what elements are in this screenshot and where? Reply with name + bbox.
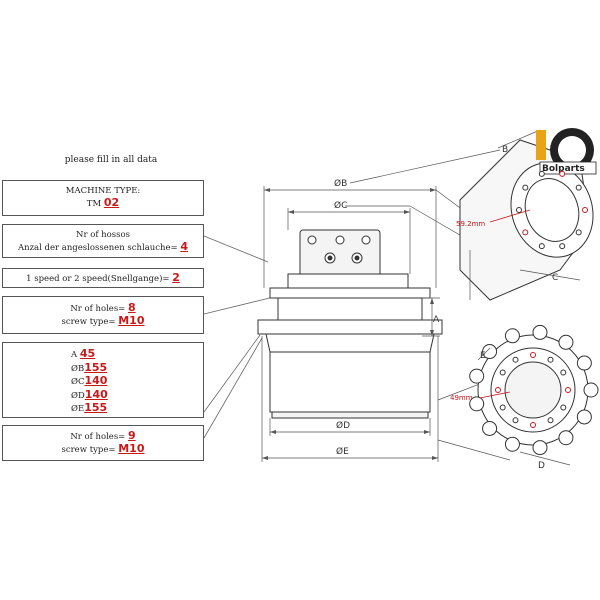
machine-type-value[interactable]: 02 xyxy=(103,196,120,209)
flange-bolt-hole xyxy=(575,184,582,191)
flange-bolt-hole xyxy=(559,243,566,250)
dimension-row: ØC140 xyxy=(71,374,108,387)
sprocket-tooth xyxy=(583,382,599,398)
screw-top-value[interactable]: M10 xyxy=(118,314,145,327)
bolt-hole xyxy=(499,369,506,376)
hoses-value[interactable]: 4 xyxy=(180,240,189,253)
screw-bottom-label: screw type= xyxy=(61,445,116,455)
sprocket-tooth xyxy=(469,368,485,384)
motor-body xyxy=(257,229,443,419)
dim-label-b: ØB xyxy=(334,178,347,189)
bolt-hole xyxy=(499,404,506,411)
machine-type-prefix: TM xyxy=(86,199,102,209)
holes-top-value[interactable]: 8 xyxy=(128,301,136,314)
dimension-c-value[interactable]: 140 xyxy=(84,374,108,387)
dimension-a-value[interactable]: 45 xyxy=(79,347,96,360)
sprocket-tooth xyxy=(558,334,574,350)
speed-value[interactable]: 2 xyxy=(172,271,180,284)
bolt-hole xyxy=(547,356,554,363)
flange-bolt-hole xyxy=(559,170,566,177)
sprocket-tooth xyxy=(532,440,548,456)
detail-label-c: C xyxy=(552,273,558,283)
leader-hoses xyxy=(203,235,269,263)
leader-holes-top xyxy=(203,295,279,315)
hoses-box: Nr of hossos Anzal der angeslossenen sch… xyxy=(2,224,204,258)
flange-bolt-hole xyxy=(522,229,529,236)
dim-label-c: ØC xyxy=(334,200,347,211)
pcd-bottom-label: 49mm xyxy=(450,394,473,402)
speed-box: 1 speed or 2 speed(Snellgange)= 2 xyxy=(2,268,204,288)
holes-bottom-label: Nr of holes= xyxy=(70,432,126,442)
holes-top-label: Nr of holes= xyxy=(70,304,126,314)
screw-bottom-value[interactable]: M10 xyxy=(118,442,145,455)
sprocket-tooth xyxy=(504,436,520,452)
bolt-hole xyxy=(512,417,519,424)
leader-holes-bottom xyxy=(203,337,263,439)
flange-bolt-hole xyxy=(522,184,529,191)
sprocket-tooth xyxy=(576,355,592,371)
flange-bolt-hole xyxy=(575,229,582,236)
bolt-hole xyxy=(560,404,567,411)
flange-bolt-hole xyxy=(582,207,588,213)
screw-top-label: screw type= xyxy=(61,317,116,327)
flange-bolt-hole xyxy=(538,170,545,177)
detail-label-b: B xyxy=(502,145,508,155)
dimension-d-value[interactable]: 140 xyxy=(84,387,108,401)
logo-text: Bolparts xyxy=(542,164,585,174)
flange-detail-view xyxy=(459,139,594,301)
dim-label-a: A xyxy=(433,315,440,325)
bolparts-logo: Bolparts xyxy=(536,128,597,175)
dimension-row: ØD140 xyxy=(71,387,108,401)
dim-label-e: ØE xyxy=(336,446,349,457)
dim-label-d: ØD xyxy=(336,420,350,431)
sprocket-tooth xyxy=(532,324,548,340)
sprocket-tooth xyxy=(482,344,498,360)
hoses-label-de: Anzal der angeslossenen schlauche= xyxy=(17,243,178,253)
hoses-label-en: Nr of hossos xyxy=(76,230,130,240)
dimension-row: A 45 xyxy=(71,347,96,360)
detail-label-e: E xyxy=(480,351,486,361)
dimension-b-value[interactable]: 155 xyxy=(84,360,108,374)
holes-top-box: Nr of holes= 8 screw type= M10 xyxy=(2,296,204,334)
dimension-e-value[interactable]: 155 xyxy=(84,401,108,414)
dimension-row: ØB155 xyxy=(71,360,108,374)
machine-type-label: MACHINE TYPE: xyxy=(65,186,141,196)
bolt-hole xyxy=(512,356,519,363)
flange-bolt-hole xyxy=(516,207,522,213)
sprocket-tooth xyxy=(469,396,485,412)
instruction-text: please fill in all data xyxy=(64,155,158,165)
detail-label-d: D xyxy=(538,461,545,471)
leader-dimensions xyxy=(203,334,261,413)
holes-bottom-box: Nr of holes= 9 screw type= M10 xyxy=(2,425,204,461)
sprocket-tooth xyxy=(558,430,574,446)
bolt-hole xyxy=(547,417,554,424)
holes-bottom-value[interactable]: 9 xyxy=(128,429,136,442)
speed-label: 1 speed or 2 speed(Snellgange)= xyxy=(26,274,170,284)
sprocket-tooth xyxy=(482,420,498,436)
sprocket-tooth xyxy=(576,409,592,425)
dimension-row: ØE155 xyxy=(71,401,108,414)
bolt-hole xyxy=(530,352,536,358)
dimensions-box: A 45 ØB155 ØC140 ØD140 ØE155 xyxy=(2,342,204,418)
bolt-hole xyxy=(565,387,571,393)
bolt-hole xyxy=(495,387,501,393)
pcd-top-label: 59.2mm xyxy=(456,220,485,228)
bolt-hole xyxy=(530,422,536,428)
flange-bolt-hole xyxy=(538,243,545,250)
machine-type-box: MACHINE TYPE: TM 02 xyxy=(2,180,204,216)
sprocket-detail-view xyxy=(469,324,599,456)
bolt-hole xyxy=(560,369,567,376)
sprocket-tooth xyxy=(504,328,520,344)
